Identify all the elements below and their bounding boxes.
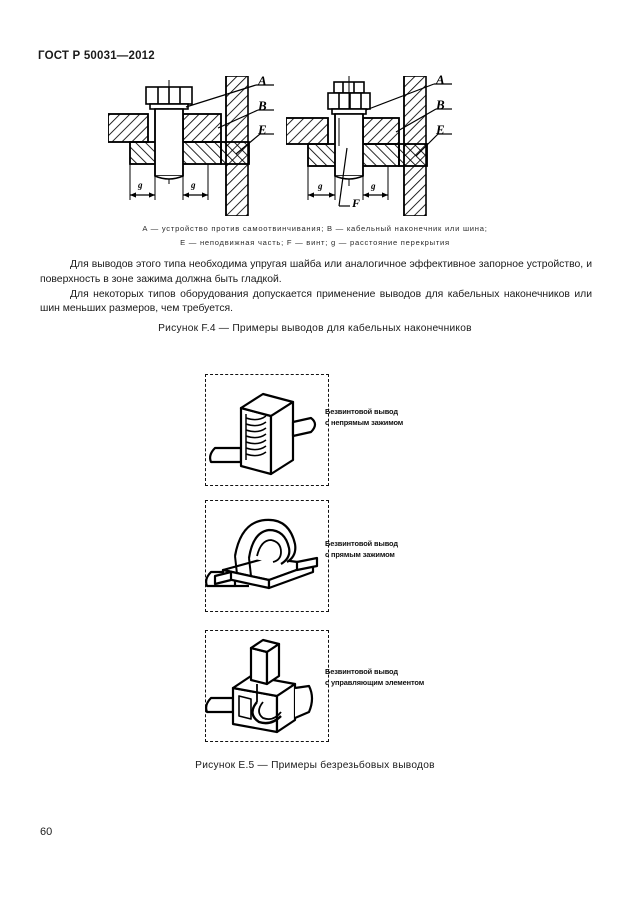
label-f-right: F (352, 196, 361, 210)
label-a-right: A (436, 72, 445, 87)
figure-f4-drawings: A B E g g (100, 72, 470, 216)
illustration-actuating-element (205, 630, 329, 742)
figure-e5-label-3: Безвинтовой вывод с управляющим элементо… (325, 666, 424, 688)
legend-line-1: A — устройство против самоотвинчивания; … (142, 224, 488, 233)
label-1-line-2: с непрямым зажимом (325, 418, 404, 427)
drawing-bolt-with-screw: A B E g g F (286, 72, 461, 216)
label-g-left-1: g (138, 180, 143, 190)
label-1-line-1: Безвинтовой вывод (325, 407, 398, 416)
figure-e5-label-2: Безвинтовой вывод с прямым зажимом (325, 538, 398, 560)
body-text: Для выводов этого типа необходима упруга… (40, 258, 592, 317)
document-header: ГОСТ Р 50031—2012 (38, 50, 155, 62)
figure-e5-label-1: Безвинтовой вывод с непрямым зажимом (325, 406, 403, 428)
label-b-left: B (258, 98, 267, 113)
label-2-line-1: Безвинтовой вывод (325, 539, 398, 548)
figure-frame-3 (205, 630, 329, 742)
figure-frame-1 (205, 374, 329, 486)
label-2-line-2: с прямым зажимом (325, 550, 395, 559)
illustration-direct-clamp (205, 500, 329, 612)
label-g-right-2: g (371, 181, 376, 191)
figure-frame-2 (205, 500, 329, 612)
figure-e5-caption: Рисунок E.5 — Примеры безрезьбовых вывод… (195, 760, 435, 771)
label-e-right: E (436, 122, 445, 137)
drawing-bolt-without-screw: A B E g g (108, 73, 283, 216)
figure-e5-item-1: Безвинтовой вывод с непрямым зажимом (205, 374, 515, 492)
label-g-left-2: g (191, 180, 196, 190)
label-b-right: B (436, 97, 445, 112)
label-a-left: A (258, 73, 267, 88)
label-g-right-1: g (318, 181, 323, 191)
illustration-indirect-clamp (205, 374, 329, 486)
figure-e5-item-3: Безвинтовой вывод с управляющим элементо… (205, 630, 515, 748)
label-3-line-1: Безвинтовой вывод (325, 667, 398, 676)
figure-e5-item-2: Безвинтовой вывод с прямым зажимом (205, 500, 515, 618)
page-number: 60 (40, 826, 53, 838)
paragraph-1: Для выводов этого типа необходима упруга… (40, 259, 592, 285)
label-e-left: E (258, 122, 267, 137)
figure-f4-caption: Рисунок F.4 — Примеры выводов для кабель… (158, 323, 472, 334)
legend-line-2: E — неподвижная часть; F — винт; g — рас… (180, 238, 450, 247)
label-3-line-2: с управляющим элементом (325, 678, 425, 687)
paragraph-2: Для некоторых типов оборудования допуска… (40, 288, 592, 315)
figure-f4-legend: A — устройство против самоотвинчивания; … (60, 222, 570, 250)
